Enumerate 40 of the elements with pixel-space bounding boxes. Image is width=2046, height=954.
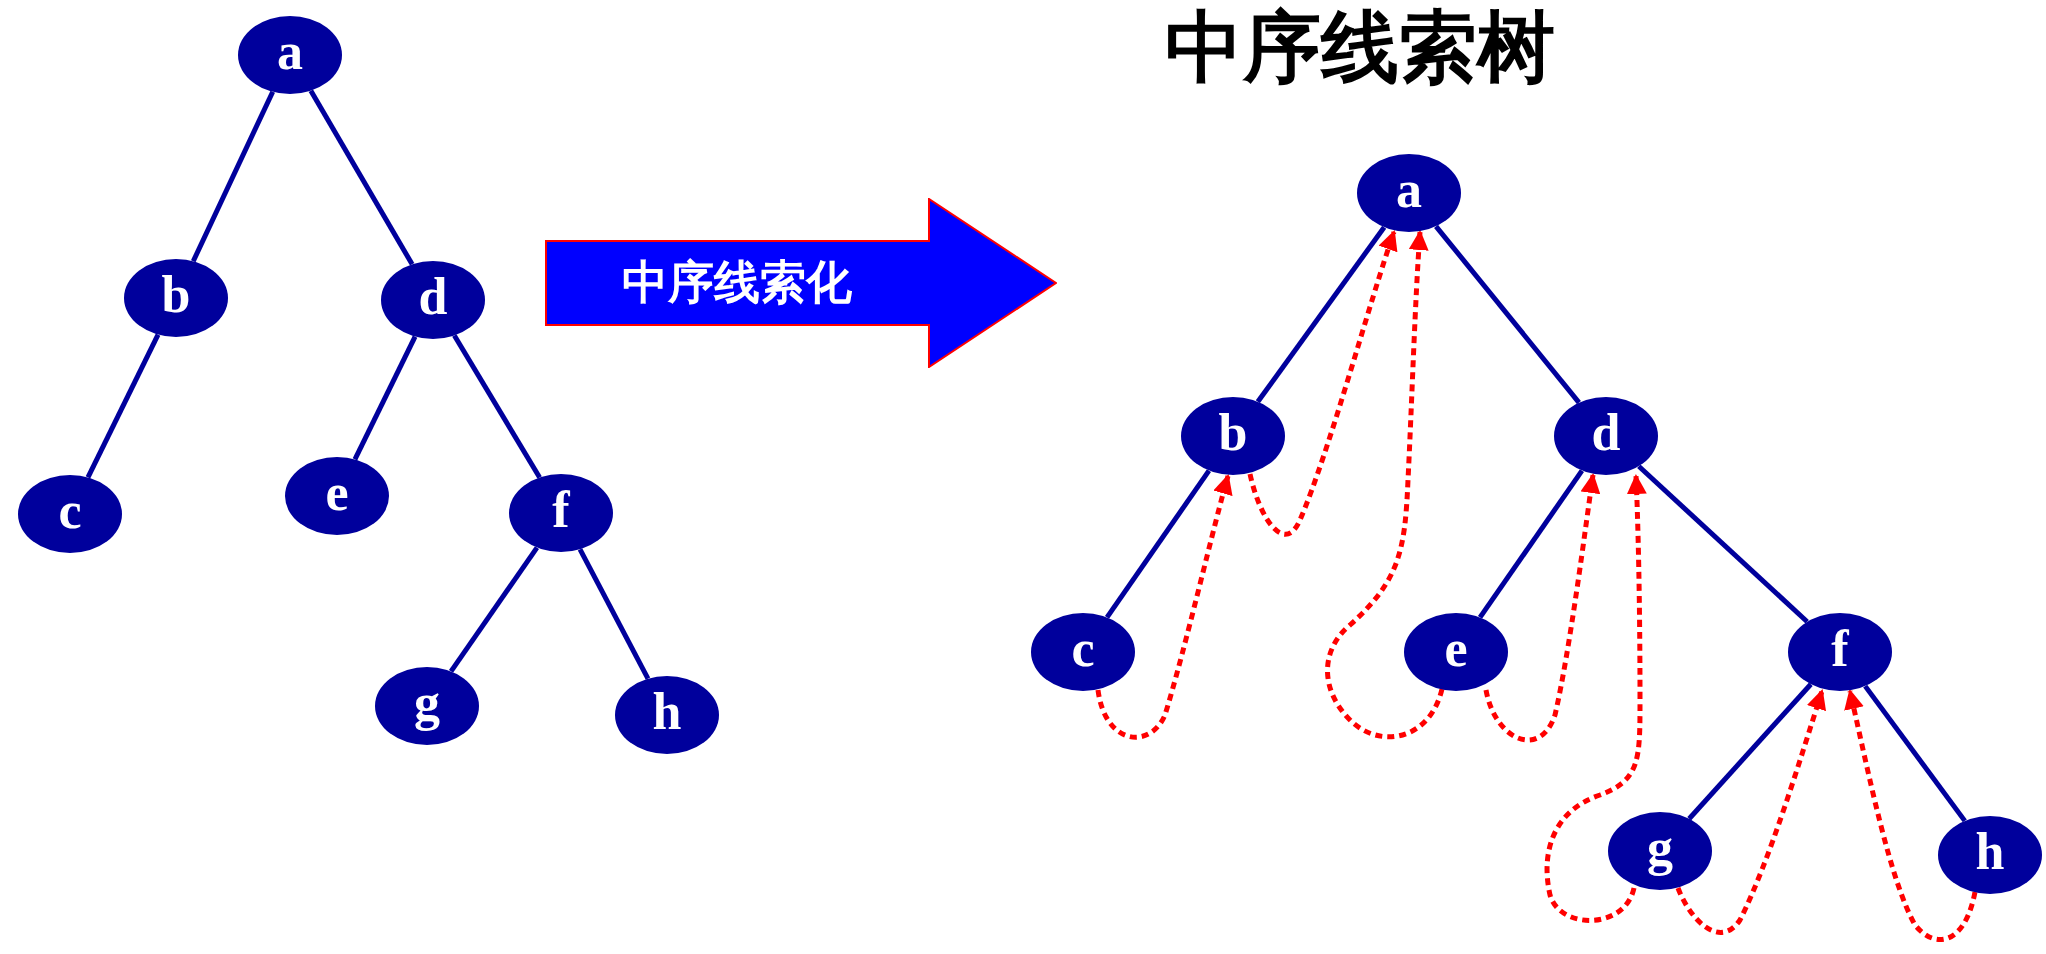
node-label: e <box>325 467 349 519</box>
node-label: f <box>1831 623 1849 675</box>
tree-edge <box>448 546 540 673</box>
thread-arrow <box>1325 230 1445 740</box>
node-label: e <box>1444 623 1468 675</box>
node-label: f <box>552 484 570 536</box>
tree-edge <box>191 90 275 263</box>
thread-arrow <box>1095 474 1233 740</box>
tree-edge <box>308 89 415 266</box>
thread-arrow <box>1675 689 1827 935</box>
node-label: c <box>58 485 82 537</box>
tree-edge <box>1687 682 1813 821</box>
node-label: d <box>418 271 448 323</box>
tree-edge <box>1434 224 1581 405</box>
node-label: 中序线索化 <box>621 254 853 311</box>
node-label: g <box>1647 822 1673 874</box>
node-label: h <box>1975 826 2005 878</box>
thread-arrow <box>1483 473 1601 743</box>
tree-edge <box>85 333 161 479</box>
tree-edge <box>452 334 542 479</box>
tree-edge <box>1104 469 1212 619</box>
tree-edge <box>1863 684 1967 823</box>
tree-edge <box>577 548 651 680</box>
node-label: a <box>277 26 303 78</box>
node-label: b <box>161 269 191 321</box>
thread-arrow <box>1247 230 1398 537</box>
thread-arrow <box>1544 474 1647 923</box>
node-label: d <box>1591 407 1621 459</box>
thread-arrow <box>1844 689 1978 942</box>
node-label: h <box>652 686 682 738</box>
tree-edge <box>1477 469 1585 619</box>
block-arrow <box>545 198 1057 368</box>
tree-edge <box>1255 225 1387 404</box>
tree-edge <box>1637 464 1809 624</box>
node-label: a <box>1396 164 1422 216</box>
node-label: c <box>1071 623 1095 675</box>
node-label: b <box>1218 407 1248 459</box>
tree-edge <box>352 335 418 461</box>
title: 中序线索树 <box>1164 1 1556 94</box>
node-label: g <box>414 677 440 729</box>
